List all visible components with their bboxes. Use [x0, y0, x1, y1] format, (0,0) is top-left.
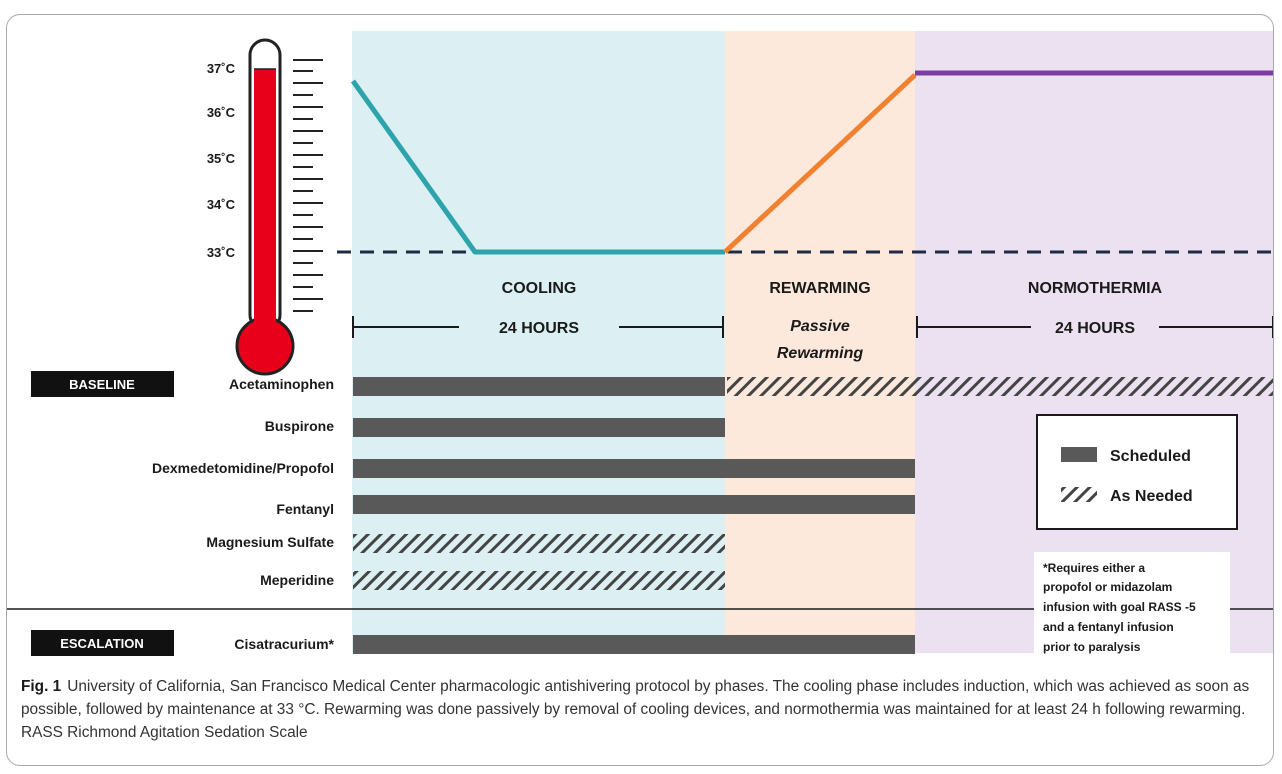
rewarming-duration-line2: Rewarming [777, 345, 863, 362]
legend-scheduled-label: Scheduled [1110, 448, 1191, 465]
drug-label-meperidine: Meperidine [260, 572, 334, 588]
temp-label-36: 36˚C [207, 105, 236, 120]
cooling-duration-bracket [352, 316, 724, 338]
buspirone-scheduled-bar [353, 418, 725, 437]
dexmedetomidine-propofol-scheduled-bar [353, 459, 915, 478]
normothermia-duration-bracket [916, 316, 1273, 338]
magnesium-sulfate-as-needed-bar [353, 534, 725, 553]
phase-name-rewarming: REWARMING [769, 280, 870, 297]
protocol-diagram: 37˚C 36˚C 35˚C 34˚C 33˚C COOLING REWARMI… [7, 31, 1273, 666]
cooling-phase-background [352, 31, 725, 653]
drug-label-dexmedetomidine-propofol: Dexmedetomidine/Propofol [152, 460, 334, 476]
baseline-section-tag: BASELINE [31, 371, 174, 397]
cooling-duration-label: 24 HOURS [499, 320, 579, 337]
rewarming-curve [723, 73, 917, 254]
temp-label-37: 37˚C [207, 61, 236, 76]
drug-label-fentanyl: Fentanyl [276, 501, 334, 517]
normothermia-duration-label: 24 HOURS [1055, 320, 1135, 337]
temp-label-33: 33˚C [207, 245, 236, 260]
cisatracurium-scheduled-bar [353, 635, 915, 654]
escalation-section-tag: ESCALATION [31, 630, 174, 656]
thermometer-ticks [293, 59, 323, 312]
legend-as-needed-swatch [1061, 487, 1097, 502]
rewarming-phase-background [725, 31, 915, 653]
footnote-line: *Requires either a [1043, 561, 1145, 575]
temperature-labels: 37˚C 36˚C 35˚C 34˚C 33˚C [207, 61, 236, 260]
legend-scheduled-swatch [1061, 447, 1097, 462]
baseline-label: BASELINE [69, 377, 135, 392]
figure-frame: 37˚C 36˚C 35˚C 34˚C 33˚C COOLING REWARMI… [6, 14, 1274, 766]
legend-as-needed-label: As Needed [1110, 488, 1193, 505]
escalation-label: ESCALATION [60, 636, 144, 651]
phase-name-normothermia: NORMOTHERMIA [1028, 280, 1163, 297]
footnote-line: and a fentanyl infusion [1043, 620, 1174, 634]
acetaminophen-as-needed-bar [727, 377, 1273, 396]
figure-label: Fig. 1 [21, 678, 62, 695]
normothermia-phase-background [915, 31, 1273, 653]
phase-name-cooling: COOLING [502, 280, 577, 297]
rewarming-duration-line1: Passive [790, 318, 850, 335]
drug-label-magnesium-sulfate: Magnesium Sulfate [206, 534, 334, 550]
footnote-box: *Requires either a propofol or midazolam… [1034, 552, 1230, 666]
footnote-line: prior to paralysis [1043, 640, 1141, 654]
caption-text: University of California, San Francisco … [21, 678, 1250, 741]
fentanyl-scheduled-bar [353, 495, 915, 514]
acetaminophen-scheduled-bar [353, 377, 725, 396]
cooling-curve [350, 79, 725, 255]
temp-label-34: 34˚C [207, 197, 236, 212]
temp-label-35: 35˚C [207, 151, 236, 166]
legend: Scheduled As Needed [1036, 414, 1238, 530]
thermometer-icon [235, 38, 295, 376]
drug-label-buspirone: Buspirone [265, 418, 334, 434]
footnote-line: propofol or midazolam [1043, 580, 1172, 594]
drug-label-acetaminophen: Acetaminophen [229, 376, 334, 392]
meperidine-as-needed-bar [353, 571, 725, 590]
footnote-line: infusion with goal RASS -5 [1043, 600, 1196, 614]
drug-label-cisatracurium: Cisatracurium* [234, 636, 334, 652]
